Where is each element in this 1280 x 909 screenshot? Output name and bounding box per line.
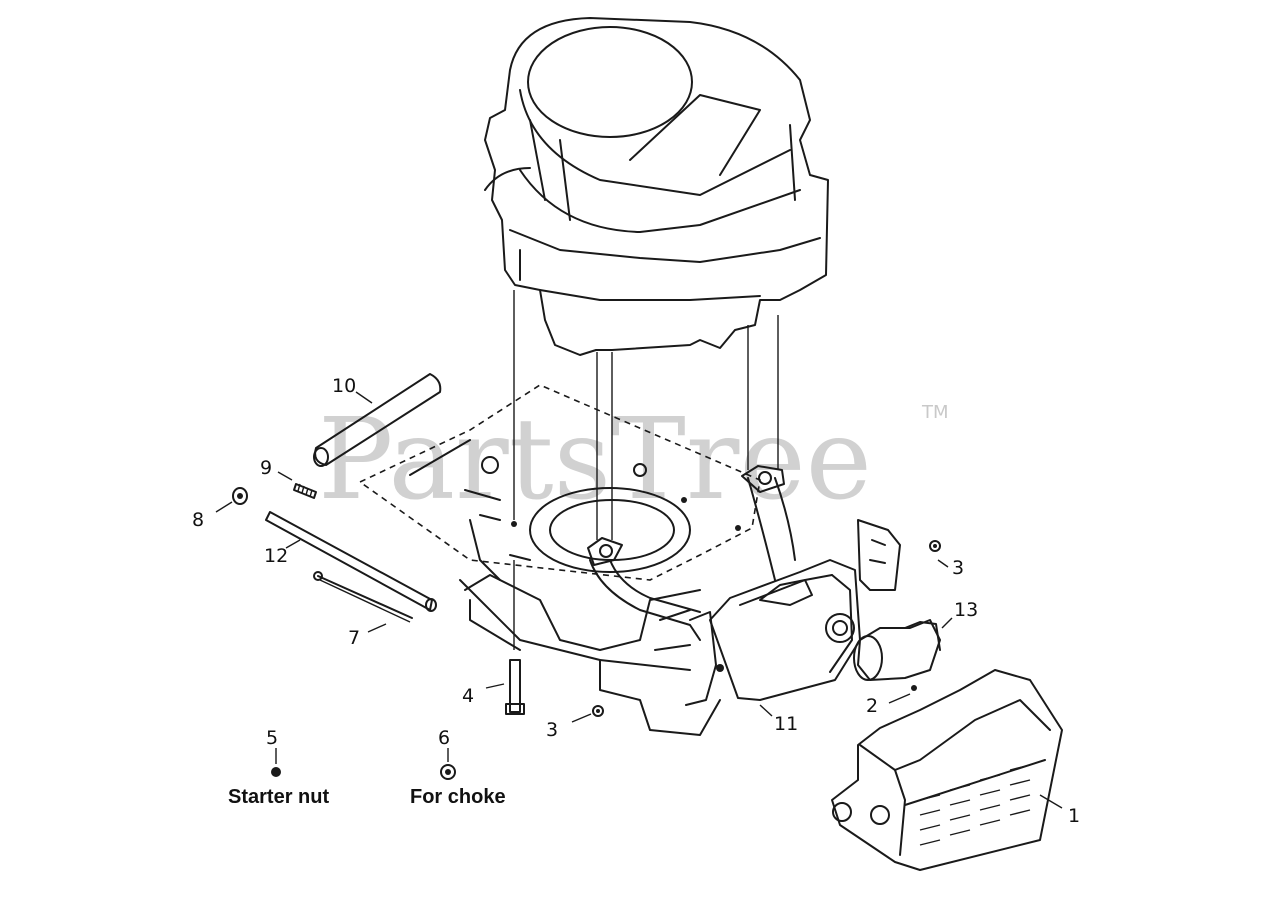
callout-2: 2	[866, 695, 878, 717]
alignment-lines	[513, 290, 779, 650]
cable-7	[313, 571, 413, 623]
callout-3-lower: 3	[546, 719, 558, 741]
callout-11: 11	[774, 713, 798, 735]
tube-10	[313, 373, 442, 467]
watermark-text: PartsTree	[318, 395, 872, 525]
callout-10: 10	[332, 375, 356, 397]
choke-nut	[440, 764, 456, 780]
nut-8	[232, 487, 248, 505]
watermark: PartsTree TM	[318, 395, 949, 525]
muffler	[654, 559, 861, 706]
starter-nut	[271, 767, 281, 777]
heat-shield	[831, 669, 1063, 871]
callout-3-upper: 3	[952, 557, 964, 579]
callout-13: 13	[954, 599, 978, 621]
mount-bracket	[857, 519, 901, 591]
callout-5: 5	[266, 727, 278, 749]
callout-6: 6	[438, 727, 450, 749]
exhaust-pipe	[587, 465, 796, 641]
leader-lines	[215, 391, 1063, 809]
callout-9: 9	[260, 457, 272, 479]
spring-9	[293, 483, 317, 499]
captions: Starter nut For choke	[228, 786, 506, 808]
callout-12: 12	[264, 545, 288, 567]
callout-4: 4	[462, 685, 474, 707]
caption-starter-nut: Starter nut	[228, 786, 329, 808]
callout-8: 8	[192, 509, 204, 531]
spark-arrestor	[853, 619, 941, 681]
engine	[484, 17, 829, 356]
callout-7: 7	[348, 627, 360, 649]
small-nuts	[592, 540, 941, 717]
watermark-trademark: TM	[921, 402, 949, 423]
callouts: 1 2 3 3 4 5 6 7 8 9 10 11 12 13	[192, 375, 1080, 827]
rod-12	[265, 511, 437, 612]
bolt-4	[505, 659, 525, 715]
caption-for-choke: For choke	[410, 786, 506, 808]
frame	[358, 384, 761, 736]
callout-1: 1	[1068, 805, 1080, 827]
